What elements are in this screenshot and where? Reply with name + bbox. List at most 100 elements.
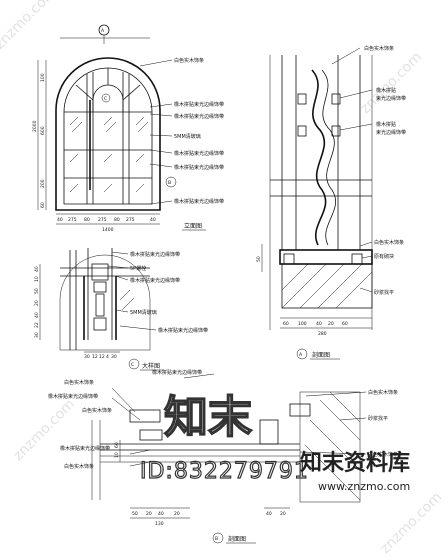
diag-watermark: znzmo.com <box>357 49 425 117</box>
watermark-big-text: 知末 <box>164 392 252 443</box>
window-outer-frame <box>55 57 161 211</box>
marker-f: B <box>215 536 218 542</box>
dim-label: 100 <box>40 73 46 82</box>
callout-label: 白色实木饰条 <box>374 239 404 246</box>
callout-label: 橡木拼贴 <box>376 87 396 94</box>
callout-label: 5P螺栓 <box>130 265 146 272</box>
dim-label: 50 <box>34 288 40 294</box>
callout-label: 橡木拼贴束光边缘饰带 <box>174 150 224 157</box>
dim-label: 80 <box>114 217 120 223</box>
detail-view: 橡木拼贴束光边缘饰带 5P螺栓 橡木拼贴束光边缘饰带 5MM清玻璃 橡木拼贴束光… <box>34 248 208 371</box>
section-a-view: 白色实木饰条 橡木拼贴 束光边缘饰带 橡木拼贴 束光边缘饰带 白色实木饰条 原有… <box>256 45 406 360</box>
section-b-dims: 50 20 40 20 130 <box>132 511 180 527</box>
elevation-bottom-dims: 40 275 80 275 80 275 40 1400 <box>57 217 156 233</box>
callout-label: 白色实木饰条 <box>64 463 94 470</box>
dim-label: 130 <box>155 521 164 527</box>
elevation-callouts: 白色实木饰条 橡木拼贴束光边缘饰带 橡木拼贴束光边缘饰带 5MM清玻璃 橡木拼贴… <box>139 57 224 205</box>
dim-label: 10 <box>114 452 120 458</box>
dim-label: 275 <box>68 217 77 223</box>
watermark-id: ID:832279791 <box>140 459 309 484</box>
dim-label: 40 <box>57 217 63 223</box>
dim-label: 40 <box>316 321 322 327</box>
dim-label: 60 <box>114 442 120 448</box>
callout-label: 橡木拼贴束光边缘饰带 <box>174 113 224 120</box>
diag-watermark: znzmo.com <box>377 489 445 557</box>
dim-label: 60 <box>342 321 348 327</box>
callout-label: 橡木拼贴束光边缘饰带 <box>130 277 180 284</box>
section-a-title: 剖面图 <box>312 351 330 359</box>
callout-label: 砂浆找平 <box>374 289 394 296</box>
detail-bottom-dims: 30 12 12 4 30 <box>84 354 117 360</box>
dim-label: 40 <box>150 217 156 223</box>
section-b-title: 剖面图 <box>228 535 246 543</box>
dim-label: 60 <box>283 321 289 327</box>
twisted-column <box>311 69 327 246</box>
callout-label: 橡木拼贴束光边缘饰带 <box>152 369 202 376</box>
dim-label: 40 <box>158 511 164 517</box>
dim-label: 50 <box>256 256 262 262</box>
callout-label: 白色实木饰条 <box>174 57 204 64</box>
dim-label: 600 <box>40 126 46 135</box>
dim-label: 280 <box>318 331 327 337</box>
callout-label: 白色实木饰条 <box>368 389 398 396</box>
callout-label: 原有砌块 <box>374 253 394 260</box>
dim-label: 275 <box>126 217 135 223</box>
dim-label: 200 <box>40 179 46 188</box>
watermark-logo-text: 知末资料库 <box>300 450 410 476</box>
dim-label: 30 <box>84 354 90 360</box>
marker-c: C <box>104 96 107 102</box>
dim-label: 50 <box>132 511 138 517</box>
elevation-left-dims: 2000 100 600 200 60 <box>32 73 46 208</box>
watermark-overlay: 知末 ID:832279791 知末资料库 www.znzmo.com <box>139 391 410 493</box>
dim-label: 4 <box>106 354 109 360</box>
section-b-callouts: 白色实木饰条 橡木拼贴束光边缘饰带 白色实木饰条 橡木拼贴束光边缘饰带 白色实木… <box>48 369 398 470</box>
dim-label: 22 <box>34 322 40 328</box>
dim-label: 20 <box>280 511 286 517</box>
diag-watermark: znzmo.com <box>10 396 78 464</box>
dim-label: 10 <box>34 276 40 282</box>
window-inner-frame <box>63 67 153 205</box>
callout-label: 橡木拼贴束光边缘饰带 <box>174 198 224 205</box>
elevation-view: A <box>32 24 224 233</box>
callout-label: 橡木拼贴束光边缘饰带 <box>130 251 180 258</box>
callout-label: 橡木拼贴束光边缘饰带 <box>174 101 224 108</box>
dim-label: 60 <box>40 202 46 208</box>
dim-label: 20 <box>328 321 334 327</box>
dim-label: 40 <box>266 511 272 517</box>
diag-watermark: znzmo.com <box>0 0 60 53</box>
section-a-dims: 60 100 40 20 60 280 <box>283 321 348 337</box>
dim-label: 20 <box>34 300 40 306</box>
callout-label: 橡木拼贴 <box>376 121 396 128</box>
dim-label: 80 <box>84 217 90 223</box>
elevation-title: 立面图 <box>184 222 202 230</box>
callout-label: 束光边缘饰带 <box>376 95 406 102</box>
dim-label: 12 <box>92 354 98 360</box>
dim-label: 12 <box>99 354 105 360</box>
callout-label: 白色实木饰条 <box>368 451 398 458</box>
dim-label: 1400 <box>102 227 114 233</box>
dim-label: 20 <box>174 511 180 517</box>
dim-label: 40 <box>34 312 40 318</box>
marker-d: A <box>299 352 303 358</box>
callout-label: 5MM清玻璃 <box>130 309 157 316</box>
dim-label: 30 <box>34 332 40 338</box>
dim-label: 2000 <box>32 120 38 132</box>
callout-label: 白色实木饰条 <box>64 379 94 386</box>
dim-label: 20 <box>146 511 152 517</box>
detail-boundary <box>59 254 151 351</box>
watermark-url: www.znzmo.com <box>318 480 410 493</box>
dim-label: 40 <box>34 266 40 272</box>
callout-label: 5MM清玻璃 <box>174 133 201 140</box>
detail-callouts: 橡木拼贴束光边缘饰带 5P螺栓 橡木拼贴束光边缘饰带 5MM清玻璃 橡木拼贴束光… <box>107 251 208 334</box>
marker-e: C <box>131 362 134 368</box>
dim-label: 275 <box>98 217 107 223</box>
section-a-callouts: 白色实木饰条 橡木拼贴 束光边缘饰带 橡木拼贴 束光边缘饰带 白色实木饰条 原有… <box>331 45 406 296</box>
callout-label: 白色实木饰条 <box>364 45 394 52</box>
detail-title: 大样图 <box>142 362 160 370</box>
section-b-view: 白色实木饰条 橡木拼贴束光边缘饰带 白色实木饰条 橡木拼贴束光边缘饰带 白色实木… <box>48 369 398 544</box>
callout-label: 束光边缘饰带 <box>376 129 406 136</box>
callout-label: 橡木拼贴束光边缘饰带 <box>158 327 208 334</box>
callout-label: 橡木拼贴束光边缘饰带 <box>60 445 110 452</box>
detail-left-dims: 40 10 50 20 40 22 30 <box>34 266 40 338</box>
